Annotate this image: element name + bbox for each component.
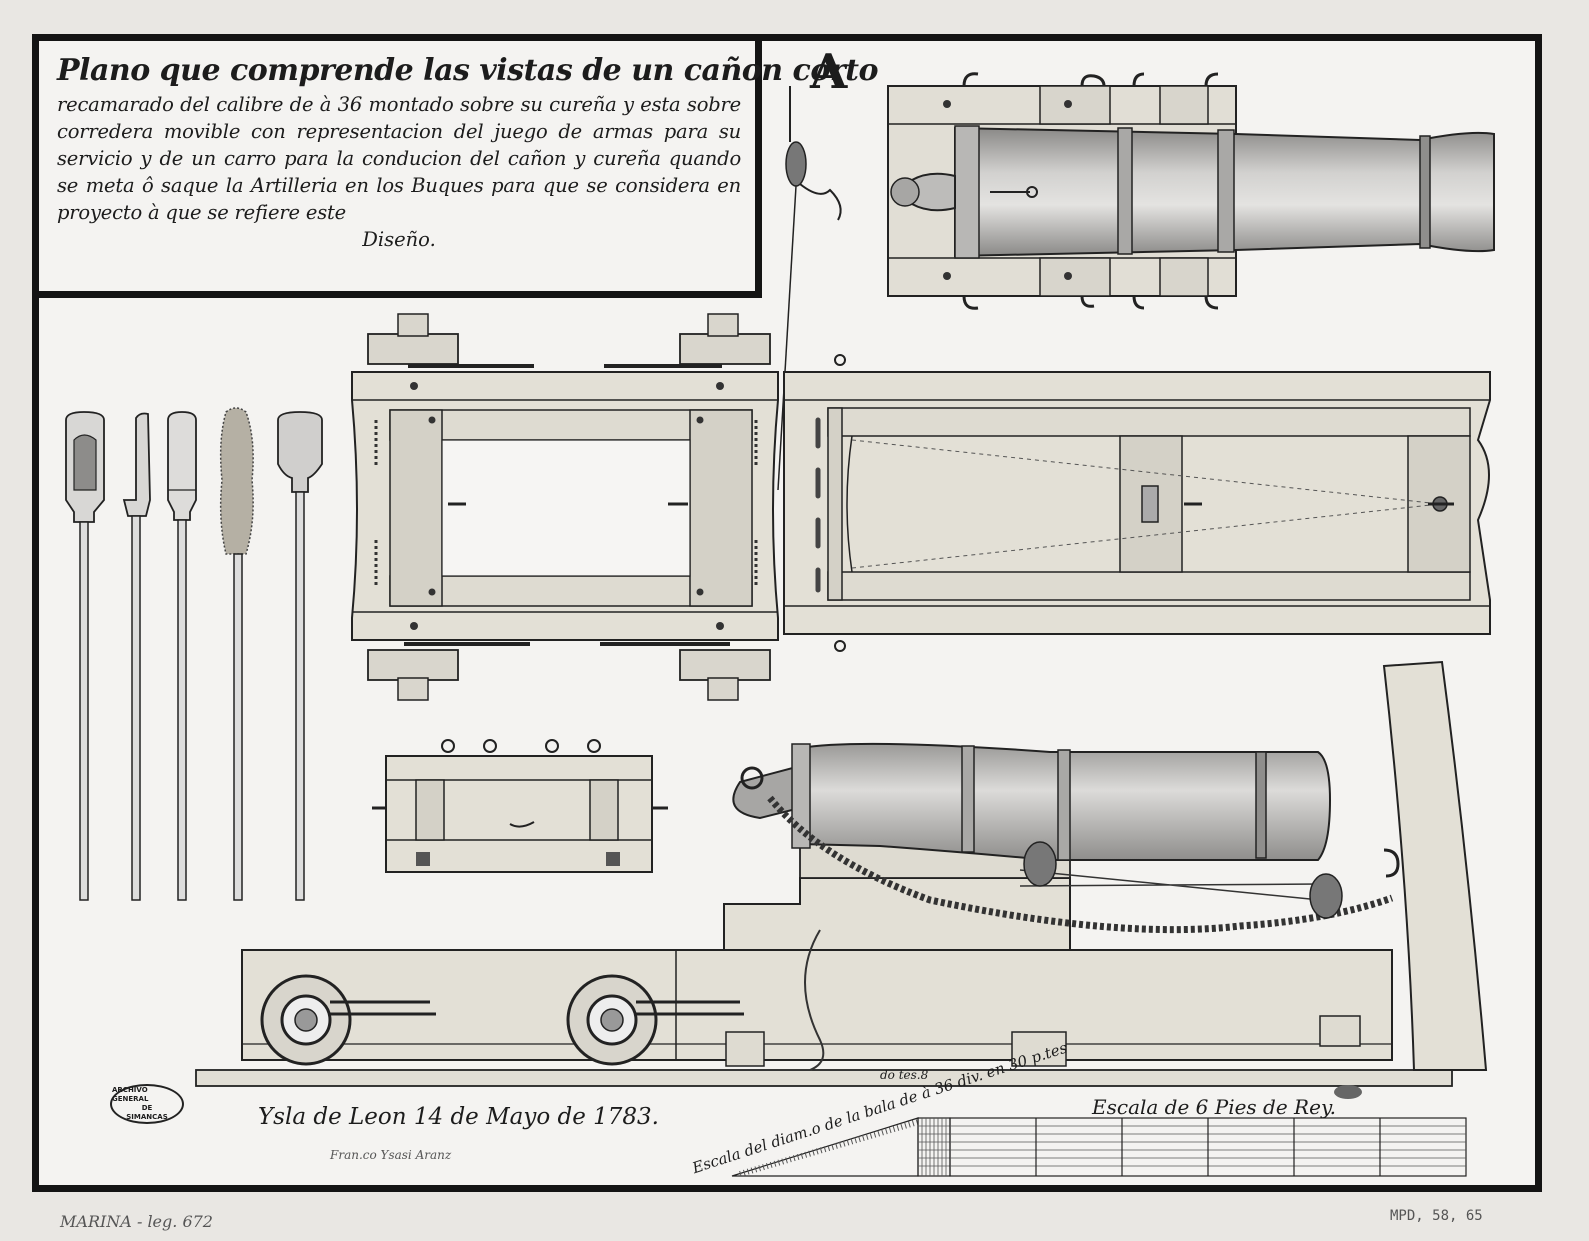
archive-reference-right: MPD, 58, 65 xyxy=(1390,1208,1483,1224)
gun-tools xyxy=(65,407,323,901)
author-signature: Fran.co Ysasi Aranz xyxy=(330,1148,452,1162)
view-label-a: A xyxy=(810,44,848,100)
top-view-barrel xyxy=(890,125,1495,259)
place-and-date: Ysla de Leon 14 de Mayo de 1783. xyxy=(258,1104,659,1130)
archive-reference-left: MARINA - leg. 672 xyxy=(60,1212,213,1231)
archive-stamp: ARCHIVO GENERAL DE SIMANCAS xyxy=(110,1084,184,1124)
slide-plan-view xyxy=(783,354,1491,652)
cart-plan-view xyxy=(372,739,668,873)
side-elevation xyxy=(195,660,1488,1099)
title-description: recamarado del calibre de à 36 montado s… xyxy=(57,93,741,224)
title-closing-word: Diseño. xyxy=(362,228,436,251)
feet-scale-label: Escala de 6 Pies de Rey. xyxy=(1092,1095,1336,1119)
scale-bars xyxy=(731,1117,1467,1177)
stamp-line-2: DE xyxy=(141,1104,153,1112)
ball-scale-superscript: do tes.8 xyxy=(880,1068,929,1082)
carriage-plan-view xyxy=(351,313,779,701)
stamp-line-3: SIMANCAS xyxy=(126,1113,168,1121)
title-cartouche: Plano que comprende las vistas de un cañ… xyxy=(32,34,879,298)
title-heading: Plano que comprende las vistas de un cañ… xyxy=(57,53,879,88)
tackle-rope xyxy=(777,86,842,491)
stamp-line-1: ARCHIVO GENERAL xyxy=(112,1086,149,1103)
